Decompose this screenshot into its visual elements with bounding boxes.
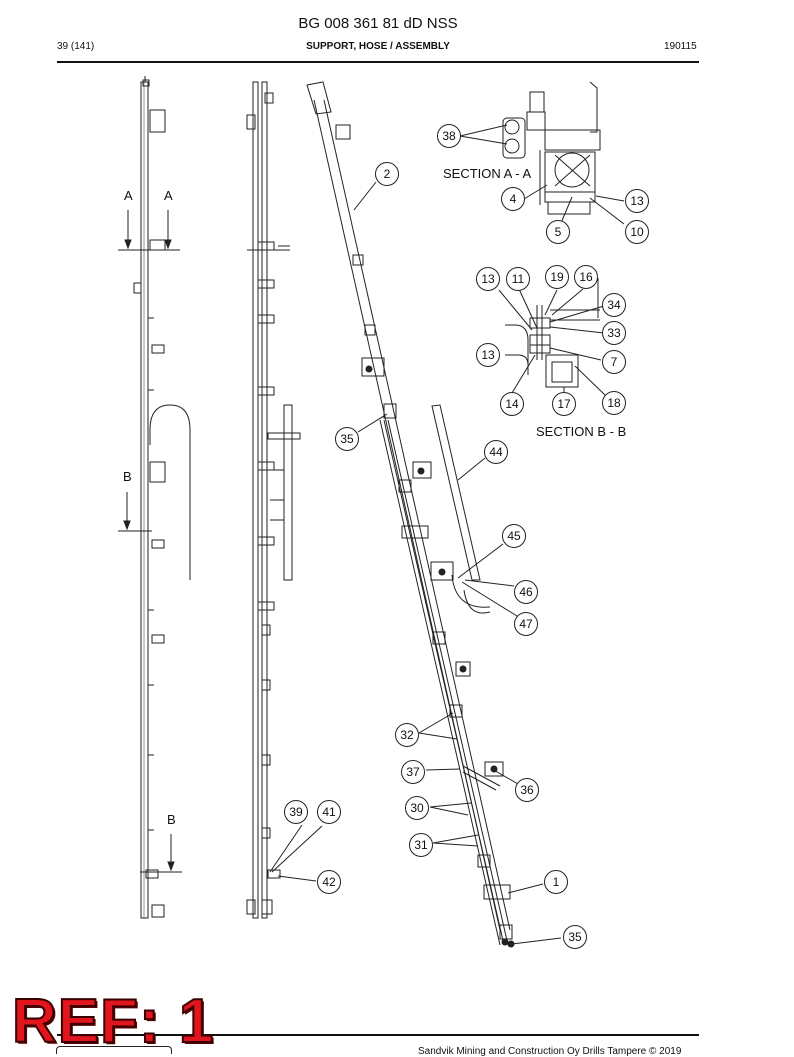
revision-date: 190115 <box>664 41 697 52</box>
callout-11: 11 <box>506 267 530 291</box>
callout-14: 14 <box>500 392 524 416</box>
callout-16: 16 <box>574 265 598 289</box>
section-marker-b-bottom: B <box>167 812 176 827</box>
callout-10: 10 <box>625 220 649 244</box>
callout-4: 4 <box>501 187 525 211</box>
section-b-b-detail <box>505 278 600 388</box>
footer-divider <box>57 1034 699 1036</box>
front-view-bar <box>118 76 191 919</box>
callout-33: 33 <box>602 321 626 345</box>
callout-35: 35 <box>563 925 587 949</box>
callout-7: 7 <box>602 350 626 374</box>
callout-47: 47 <box>514 612 538 636</box>
callout-34: 34 <box>602 293 626 317</box>
ref-stamp: REF: 1 <box>11 986 215 1057</box>
section-marker-a-left: A <box>124 188 133 203</box>
copyright-notice: Sandvik Mining and Construction Oy Drill… <box>418 1046 682 1057</box>
callout-31: 31 <box>409 833 433 857</box>
callout-5: 5 <box>546 220 570 244</box>
callout-35: 35 <box>335 427 359 451</box>
callout-13: 13 <box>476 343 500 367</box>
callout-13: 13 <box>476 267 500 291</box>
section-b-b-title: SECTION B - B <box>536 424 627 439</box>
callout-46: 46 <box>514 580 538 604</box>
callout-37: 37 <box>401 760 425 784</box>
leader-lines <box>269 124 625 945</box>
section-a-a-detail <box>502 81 601 215</box>
side-view-bar <box>246 81 301 919</box>
company-logo <box>56 1046 172 1054</box>
callout-39: 39 <box>284 800 308 824</box>
callout-1: 1 <box>544 870 568 894</box>
callout-44: 44 <box>484 440 508 464</box>
section-marker-a-right: A <box>164 188 173 203</box>
callout-32: 32 <box>395 723 419 747</box>
callout-42: 42 <box>317 870 341 894</box>
callout-36: 36 <box>515 778 539 802</box>
callout-41: 41 <box>317 800 341 824</box>
header-divider <box>57 61 699 63</box>
callout-13: 13 <box>625 189 649 213</box>
callout-17: 17 <box>552 392 576 416</box>
callout-38: 38 <box>437 124 461 148</box>
page-number: 39 (141) <box>57 41 95 52</box>
callout-30: 30 <box>405 796 429 820</box>
callout-2: 2 <box>375 162 399 186</box>
callout-45: 45 <box>502 524 526 548</box>
callout-18: 18 <box>602 391 626 415</box>
page-title: SUPPORT, HOSE / ASSEMBLY <box>306 41 450 52</box>
document-number: BG 008 361 81 dD NSS <box>298 15 458 32</box>
section-a-a-title: SECTION A - A <box>443 166 532 181</box>
section-marker-b-top: B <box>123 469 132 484</box>
callout-19: 19 <box>545 265 569 289</box>
